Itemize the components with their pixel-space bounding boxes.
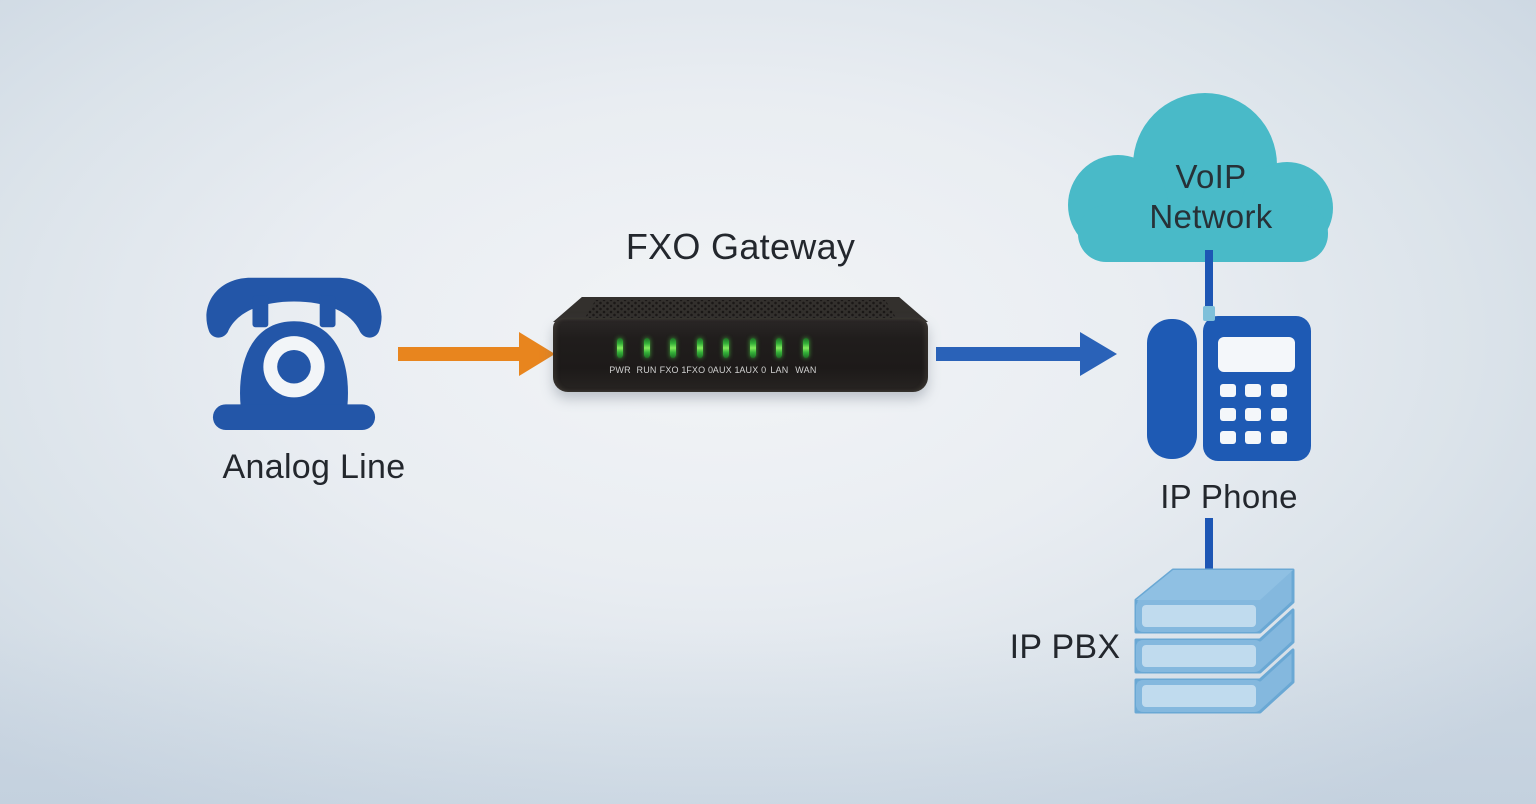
analog-line-label: Analog Line xyxy=(222,448,406,486)
gateway-led-aux0: AUX 0 xyxy=(739,338,767,375)
voip-label-line1: VoIP xyxy=(1175,158,1247,195)
server-stack-icon xyxy=(1134,568,1295,714)
led-indicator xyxy=(776,338,783,358)
gateway-front-panel xyxy=(553,318,928,392)
ip-pbx-label: IP PBX xyxy=(1009,628,1121,666)
arrow-right-icon-gateway-to-phone xyxy=(936,332,1117,376)
ip-phone-label: IP Phone xyxy=(1160,478,1298,515)
gateway-title: FXO Gateway xyxy=(625,226,856,267)
gateway-led-fxo1: FXO 1 xyxy=(660,338,686,375)
gateway-led-run: RUN xyxy=(634,338,660,375)
led-indicator xyxy=(617,338,623,358)
gateway-led-aux1: AUX 1 xyxy=(712,338,740,375)
gateway-led-fxo0: FXO 0 xyxy=(686,338,714,375)
led-indicator xyxy=(643,338,650,358)
led-indicator xyxy=(749,338,756,358)
led-indicator xyxy=(670,338,677,358)
gateway-led-row: PWR RUN FXO 1 FXO 0 AUX 1 AUX 0 xyxy=(607,338,819,375)
led-label: AUX 1 xyxy=(712,365,740,375)
voip-network-label: VoIP Network xyxy=(1091,157,1331,237)
gateway-led-pwr: PWR xyxy=(607,338,633,375)
led-label: WAN xyxy=(795,365,817,375)
led-label: LAN xyxy=(770,365,789,375)
connector-cloud-to-phone xyxy=(1205,250,1213,320)
analog-phone-icon xyxy=(206,277,382,431)
led-label: AUX 0 xyxy=(739,365,767,375)
voip-label-line2: Network xyxy=(1149,198,1273,235)
led-label: FXO 0 xyxy=(686,365,714,375)
gateway-top-panel xyxy=(553,297,928,322)
ip-phone-icon xyxy=(1147,316,1311,461)
connector-phone-to-pbx xyxy=(1205,518,1213,574)
connector-clip-light xyxy=(1203,306,1215,321)
led-indicator xyxy=(696,338,703,358)
cloud-icon xyxy=(1068,93,1333,262)
led-indicator xyxy=(723,338,730,358)
gateway-led-wan: WAN xyxy=(793,338,819,375)
gateway-vent-pattern xyxy=(583,300,898,321)
arrow-right-icon-analog-to-gateway xyxy=(398,332,555,376)
led-label: FXO 1 xyxy=(659,365,687,375)
led-label: RUN xyxy=(636,365,657,375)
gateway-led-lan: LAN xyxy=(766,338,792,375)
led-indicator xyxy=(802,338,809,358)
fxo-gateway-device: PWR RUN FXO 1 FXO 0 AUX 1 AUX 0 xyxy=(553,290,928,394)
led-label: PWR xyxy=(609,365,631,375)
